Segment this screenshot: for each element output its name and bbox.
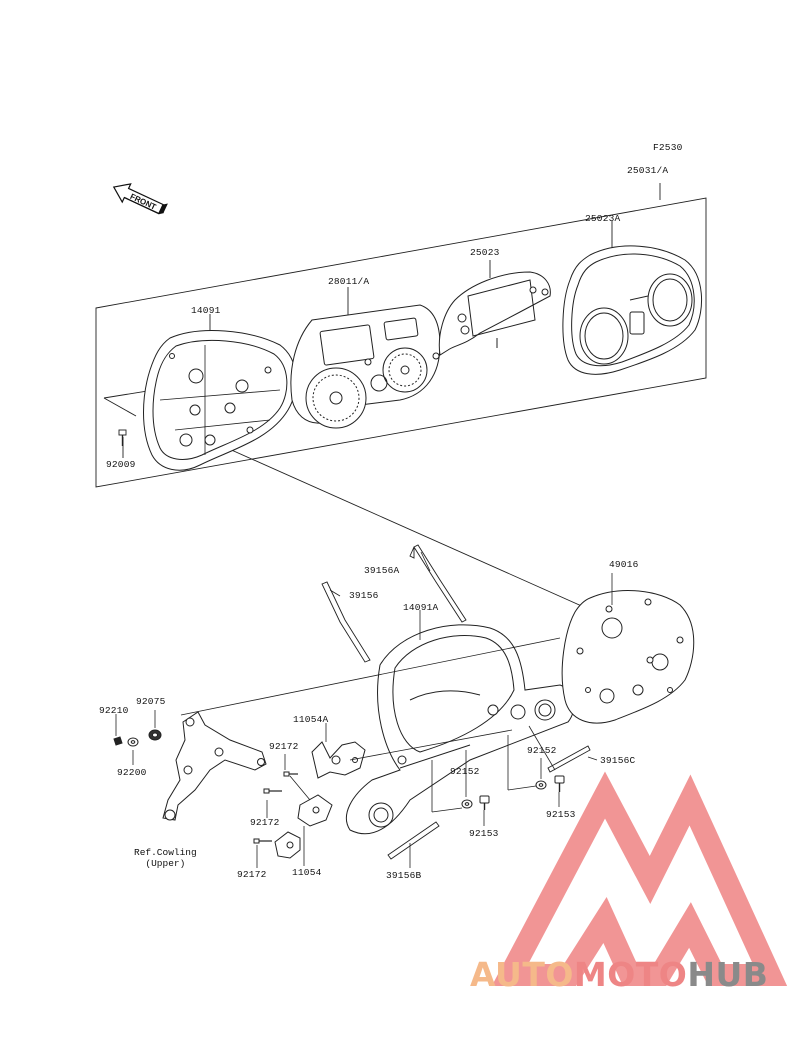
grommet-92075 (148, 729, 162, 741)
strap-39156C (547, 745, 591, 773)
panel-25023 (438, 271, 551, 356)
part-label-39156: 39156 (349, 590, 379, 601)
part-label-92153-a: 92153 (469, 828, 499, 839)
washer-92152-b (535, 780, 547, 790)
part-label-92153-b: 92153 (546, 809, 576, 820)
bolt-92153-b (554, 775, 565, 792)
part-label-25023A: 25023A (585, 213, 621, 224)
reference-note-cowling: Ref.Cowling (Upper) (134, 847, 197, 869)
part-label-25023: 25023 (470, 247, 500, 258)
lower-case-14091A (345, 624, 575, 835)
part-label-92172-a: 92172 (269, 741, 299, 752)
meter-unit-28011 (290, 304, 441, 429)
part-label-25031A: 25031/A (627, 165, 669, 176)
strap-39156B (387, 821, 440, 860)
part-label-92152-b: 92152 (527, 745, 557, 756)
bracket-11054A (311, 741, 366, 779)
screw-92172-a (283, 771, 298, 777)
screw-92009 (118, 429, 127, 446)
gasket-49016 (561, 590, 695, 724)
front-arrow-icon: FRONT (112, 183, 168, 215)
watermark-auto: AUTO (470, 955, 574, 994)
meter-cover-25023A (562, 245, 703, 375)
part-label-39156A: 39156A (364, 565, 400, 576)
watermark-hub: HUB (687, 955, 769, 994)
watermark-logo (491, 771, 788, 986)
washer-92200 (127, 737, 139, 747)
part-label-92152-a: 92152 (450, 766, 480, 777)
screw-92172-c (253, 838, 272, 844)
strap-39156 (321, 581, 371, 663)
part-label-14091: 14091 (191, 305, 221, 316)
bracket-11054 (274, 794, 333, 859)
part-label-92200: 92200 (117, 767, 147, 778)
nut-92210 (113, 736, 123, 746)
part-label-49016: 49016 (609, 559, 639, 570)
part-label-11054: 11054 (292, 867, 322, 878)
meter-case-14091 (143, 330, 297, 471)
washer-92152-a (461, 799, 473, 809)
upper-assembly-box (95, 183, 707, 633)
part-label-39156B: 39156B (386, 870, 422, 881)
part-label-14091A: 14091A (403, 602, 439, 613)
bracket-left (162, 711, 267, 821)
part-label-39156C: 39156C (600, 755, 636, 766)
watermark-text: AUTOMOTOHUB (470, 958, 768, 991)
part-label-28011A: 28011/A (328, 276, 370, 287)
part-label-92210: 92210 (99, 705, 129, 716)
part-label-92009: 92009 (106, 459, 136, 470)
part-label-92075: 92075 (136, 696, 166, 707)
figure-code: F2530 (653, 142, 683, 153)
part-label-11054A: 11054A (293, 714, 329, 725)
bolt-92153-a (479, 795, 490, 810)
watermark-moto: MOTO (573, 955, 688, 994)
part-label-92172-c: 92172 (237, 869, 267, 880)
leader-lines (115, 551, 613, 868)
screw-92172-b (263, 788, 282, 794)
part-label-92172-b: 92172 (250, 817, 280, 828)
